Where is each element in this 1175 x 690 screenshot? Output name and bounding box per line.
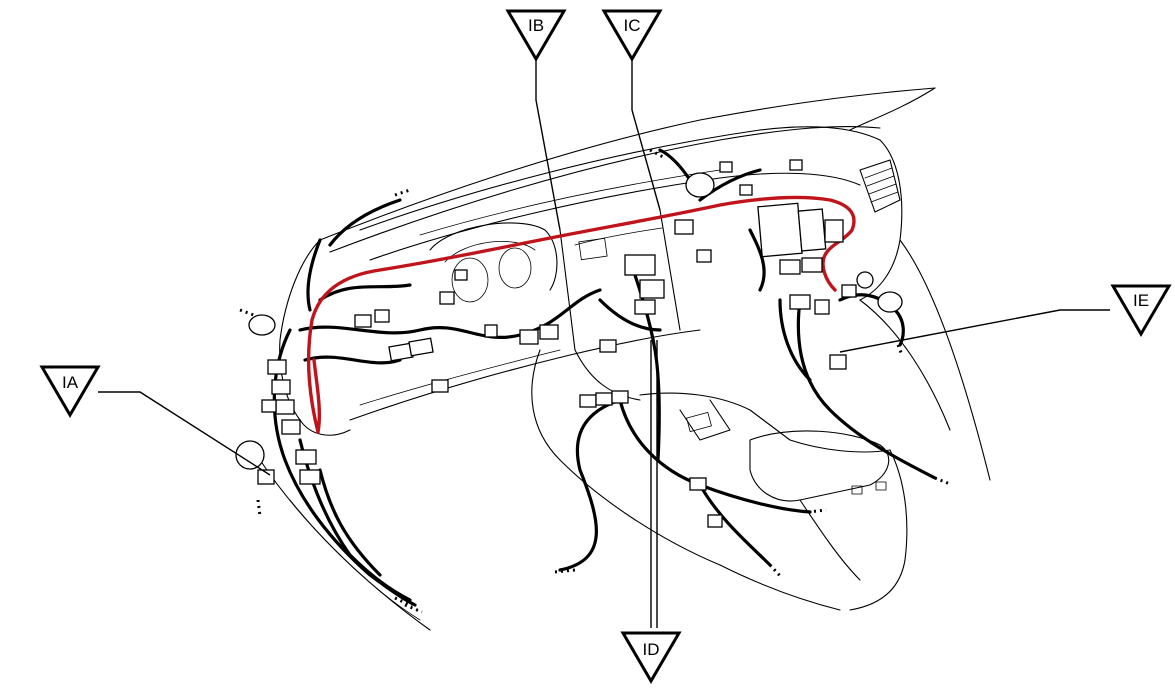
callout-ib-label: IB [528, 16, 544, 35]
callout-id: ID [620, 631, 682, 684]
callout-id-label: ID [643, 640, 660, 659]
wire-harness-black [239, 148, 951, 614]
callout-ia-label: IA [62, 373, 79, 392]
callout-ib: IB [505, 9, 567, 62]
leader-lines [98, 52, 1110, 628]
connectors [235, 159, 903, 528]
callout-ic-label: IC [624, 16, 641, 35]
callout-ia: IA [39, 365, 101, 418]
callout-ic: IC [601, 9, 663, 62]
callout-ie-label: IE [1133, 291, 1149, 310]
callout-ie: IE [1110, 284, 1172, 337]
dashboard-outline [259, 87, 991, 631]
